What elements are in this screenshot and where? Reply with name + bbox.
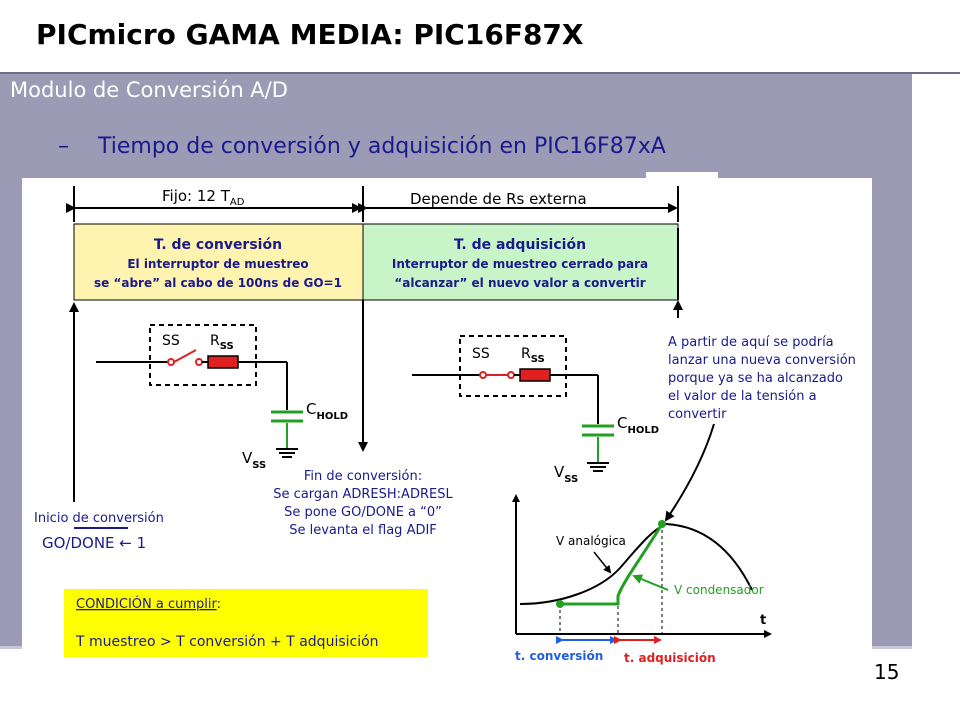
switch-dashed-box [149,324,257,386]
bullet-dash: – [58,134,69,159]
end-line: Se pone GO/DONE a “0” [284,505,442,520]
ss-label: SS [162,333,180,349]
note-line: el valor de la tensión a [668,389,817,404]
condition-title: CONDICIÓN a cumplir: [76,596,221,612]
end-line: Fin de conversión: [304,469,422,484]
circuit-left: SS RSS CHOLD VSS [96,324,348,471]
conversion-line2: se “abre” al cabo de 100ns de GO=1 [94,276,342,290]
switch-dashed-box [459,335,567,397]
resistor-icon [207,355,239,369]
switch-open-icon [173,349,197,363]
page-number: 15 [874,660,900,684]
page-title: PICmicro GAMA MEDIA: PIC16F87X [36,18,584,51]
section-subtitle: Modulo de Conversión A/D [10,78,288,102]
v-cap-label: V condensador [674,583,764,597]
t-conversion-label: t. conversión [515,649,603,663]
note-line: porque ya se ha alcanzado [668,371,843,386]
conversion-title: T. de conversión [154,237,282,253]
reached-point [658,520,666,528]
chold-label: CHOLD [306,400,348,422]
sample-point [556,600,564,608]
end-line: Se levanta el flag ADIF [289,523,437,538]
conversion-line1: El interruptor de muestreo [127,257,308,271]
diagram-card-notch [646,172,718,180]
condition-text: T muestreo > T conversión + T adquisició… [75,634,379,650]
ss-label: SS [472,346,490,362]
voltage-graph: V analógica V condensador t t. conversió… [512,494,772,665]
bullet-text: Tiempo de conversión y adquisición en PI… [98,134,666,159]
end-conversion-note: Fin de conversión: Se cargan ADRESH:ADRE… [273,469,453,538]
analog-voltage-curve [519,522,753,605]
note-line: lanzar una nueva conversión [668,353,856,368]
note-line: A partir de aquí se podría [668,335,834,350]
switch-contact [167,358,175,366]
acquisition-title: T. de adquisición [454,237,586,253]
vss-label: VSS [242,449,266,471]
note-new-conversion: A partir de aquí se podría lanzar una nu… [668,335,856,422]
depends-label: Depende de Rs externa [410,190,587,208]
switch-contact [479,371,487,379]
bullet-item: – Tiempo de conversión y adquisición en P… [58,134,666,159]
go-done-label: GO/DONE ← 1 [42,534,146,552]
chold-label: CHOLD [617,414,659,436]
start-conversion-label: Inicio de conversión [34,511,164,526]
capacitor-voltage-curve [560,523,664,606]
rss-label: RSS [521,346,545,365]
fixed-label: Fijo: 12 TAD [162,187,245,208]
circuit-right: SS RSS CHOLD VSS [412,335,659,485]
condition-box [64,589,428,657]
t-acquisition-label: t. adquisición [624,651,716,665]
t-axis-label: t [760,613,766,628]
capacitor-pointer [632,574,669,591]
note-pointer-arrow [664,423,715,522]
end-line: Se cargan ADRESH:ADRESL [273,487,453,502]
acquisition-box [362,223,679,301]
analog-pointer [593,551,612,574]
resistor-icon [519,368,551,382]
acquisition-line1: Interruptor de muestreo cerrado para [392,257,648,271]
conversion-box [73,223,364,301]
note-line: convertir [668,407,727,422]
acquisition-line2: “alcanzar” el nuevo valor a convertir [394,276,645,290]
title-rule [0,72,960,74]
vss-label: VSS [554,463,578,485]
rss-label: RSS [210,333,234,352]
v-analog-label: V analógica [556,534,626,548]
